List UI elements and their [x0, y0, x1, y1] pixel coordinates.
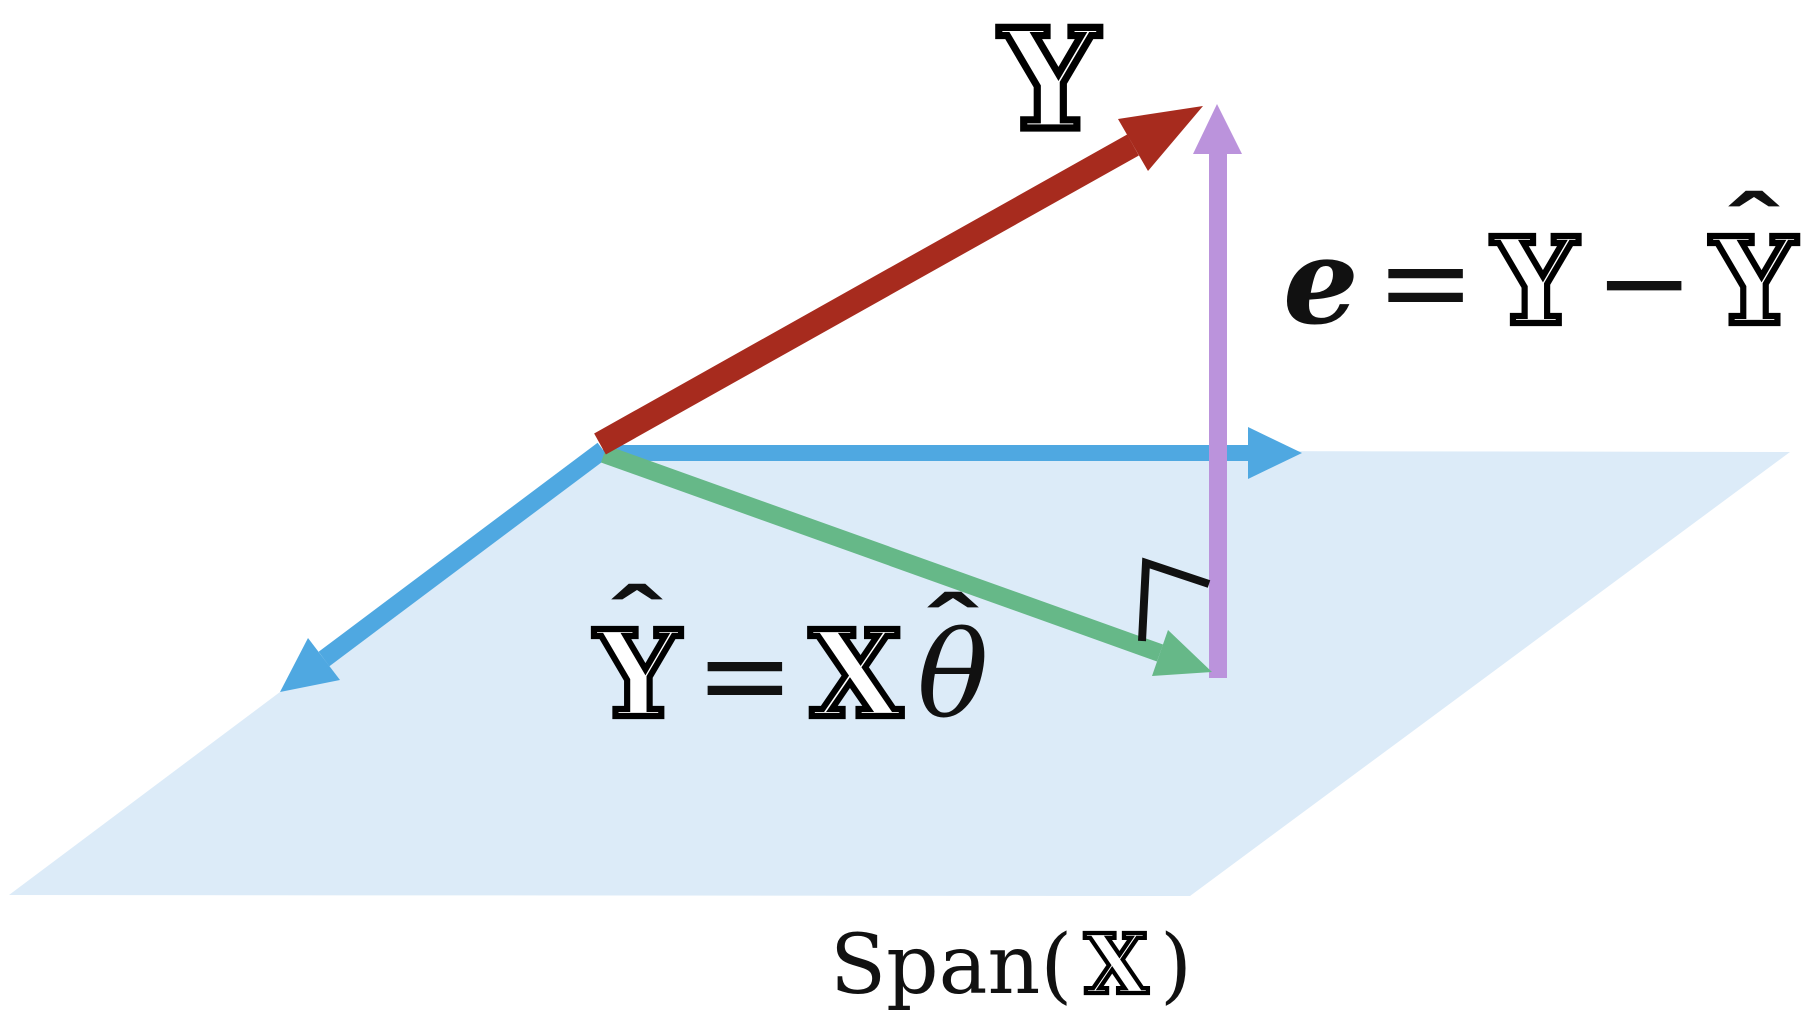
span-suffix-text: ): [1159, 918, 1192, 1013]
residual-vector-arrowhead: [1193, 104, 1242, 154]
y-hat-base: Y: [592, 605, 683, 745]
y-vector-arrowhead: [1118, 106, 1203, 171]
basis-vector-left-arrowhead: [280, 638, 340, 692]
x-blackboard-letter: X: [1082, 917, 1150, 1013]
span-prefix-text: Span(: [830, 918, 1073, 1013]
y-blackboard-letter: Y: [1489, 212, 1580, 352]
hat-accent: ˆ: [602, 572, 673, 672]
hat-accent: ˆ: [917, 581, 988, 681]
projection-vector-shaft: [600, 445, 1164, 662]
y-hat-base: Y: [1708, 212, 1799, 352]
x-blackboard-letter: X: [807, 605, 906, 745]
span-label: Span( X ): [830, 917, 1192, 1013]
hat-accent: ˆ: [1718, 179, 1789, 279]
theta-base: θ: [917, 607, 989, 745]
equals-sign: =: [694, 607, 795, 745]
y-vector-shaft: [594, 134, 1139, 455]
minus-sign: −: [1594, 214, 1695, 352]
projection-vector-arrowhead: [1152, 630, 1212, 676]
basis-vector-left-shaft: [318, 442, 609, 667]
e-variable: e: [1283, 212, 1359, 352]
basis-vector-right-arrowhead: [1248, 427, 1302, 479]
y-vector-label: Y: [996, 0, 1102, 161]
equals-sign: =: [1375, 214, 1476, 352]
y-blackboard-letter: Y: [996, 0, 1102, 161]
right-angle-marker: [1138, 557, 1211, 642]
